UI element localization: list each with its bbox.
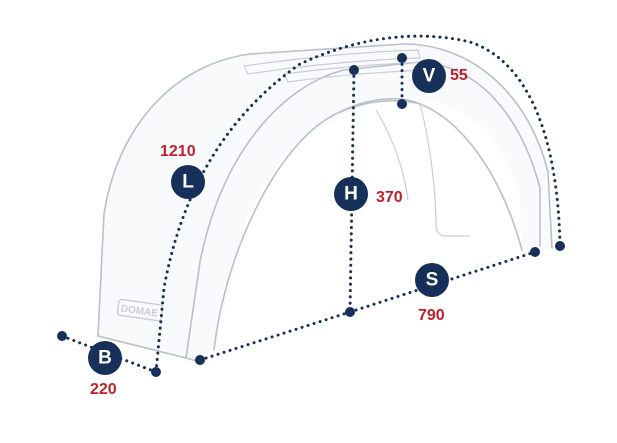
node-width-right <box>151 367 161 377</box>
domae-logo: DOMAE <box>116 298 164 322</box>
logo-text: DOMAE <box>120 303 159 319</box>
badge-span: S <box>415 263 449 297</box>
badge-length: L <box>171 165 205 199</box>
node-offset-bottom <box>397 99 407 109</box>
badge-vertical-offset: V <box>412 59 446 93</box>
node-height-bottom <box>345 307 355 317</box>
node-offset-top <box>397 53 407 63</box>
offset-value: 55 <box>450 67 468 84</box>
badge-offset-letter: V <box>423 66 436 87</box>
badge-height: H <box>334 177 368 211</box>
node-span-right <box>530 247 540 257</box>
badge-width-letter: B <box>98 348 112 369</box>
length-value: 1210 <box>160 143 196 160</box>
badge-height-letter: H <box>344 184 358 205</box>
node-width-left <box>57 331 67 341</box>
badge-span-letter: S <box>426 270 439 291</box>
span-value: 790 <box>418 307 445 324</box>
mudguard-drawing: DOMAE <box>97 43 553 363</box>
badge-length-letter: L <box>182 172 194 193</box>
length-line <box>154 34 562 374</box>
node-span-left <box>195 355 205 365</box>
height-value: 370 <box>376 189 403 206</box>
node-length-end <box>555 241 565 251</box>
node-height-top <box>349 65 359 75</box>
dimension-endpoints <box>57 53 565 377</box>
badge-width: B <box>88 341 122 375</box>
width-value: 220 <box>90 381 117 398</box>
span-line <box>198 250 537 362</box>
